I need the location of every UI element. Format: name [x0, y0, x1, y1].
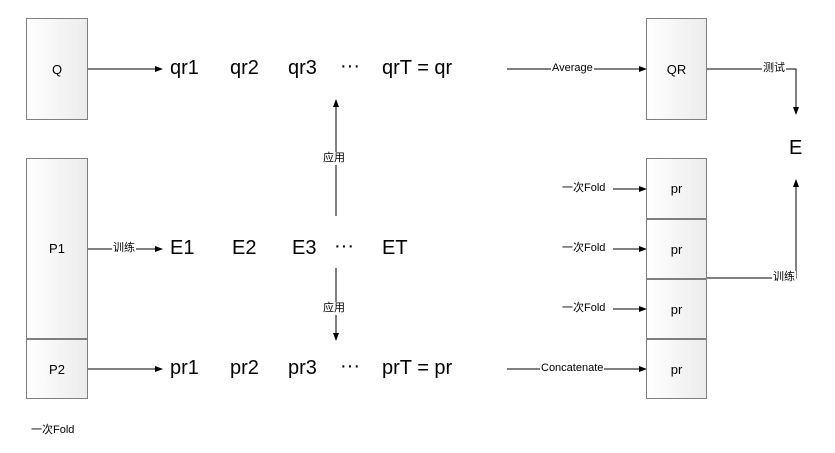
target-e: E: [789, 137, 803, 159]
seq-pr-ellipsis: ···: [340, 355, 360, 377]
seq-pr3: pr3: [288, 357, 317, 379]
label-apply-down: 应用: [322, 302, 346, 315]
label-test: 测试: [762, 62, 786, 75]
label-concatenate: Concatenate: [540, 362, 605, 375]
label-fold-caption: 一次Fold: [30, 424, 76, 437]
pr-box: pr: [646, 158, 707, 219]
label-fold-3: 一次Fold: [561, 302, 607, 315]
seq-e2: E2: [232, 237, 257, 259]
seq-qr-ellipsis: ···: [340, 55, 360, 77]
label-average: Average: [551, 62, 594, 75]
pr-box: pr: [646, 279, 707, 339]
seq-pr1: pr1: [170, 357, 199, 379]
seq-prT: prT = pr: [382, 357, 453, 379]
seq-e3: E3: [292, 237, 317, 259]
label-fold-2: 一次Fold: [561, 242, 607, 255]
arrow-QR-to-E: [707, 68, 799, 115]
label-train-right: 训练: [772, 271, 796, 284]
label-fold-1: 一次Fold: [561, 182, 607, 195]
p2-box: P2: [26, 339, 88, 399]
label-train-p1: 训练: [112, 242, 136, 255]
seq-pr2: pr2: [230, 357, 259, 379]
pr-box: pr: [646, 339, 707, 399]
seq-qr2: qr2: [230, 57, 259, 79]
seq-qrT: qrT = qr: [382, 57, 453, 79]
p1-box: P1: [26, 158, 88, 339]
pr-box: pr: [646, 219, 707, 279]
seq-e-ellipsis: ···: [334, 235, 354, 257]
seq-e1: E1: [170, 237, 195, 259]
seq-eT: ET: [382, 237, 408, 259]
q-box: Q: [26, 18, 88, 120]
seq-qr3: qr3: [288, 57, 317, 79]
label-apply-up: 应用: [322, 152, 346, 165]
qr-box: QR: [646, 18, 707, 120]
seq-qr1: qr1: [170, 57, 199, 79]
